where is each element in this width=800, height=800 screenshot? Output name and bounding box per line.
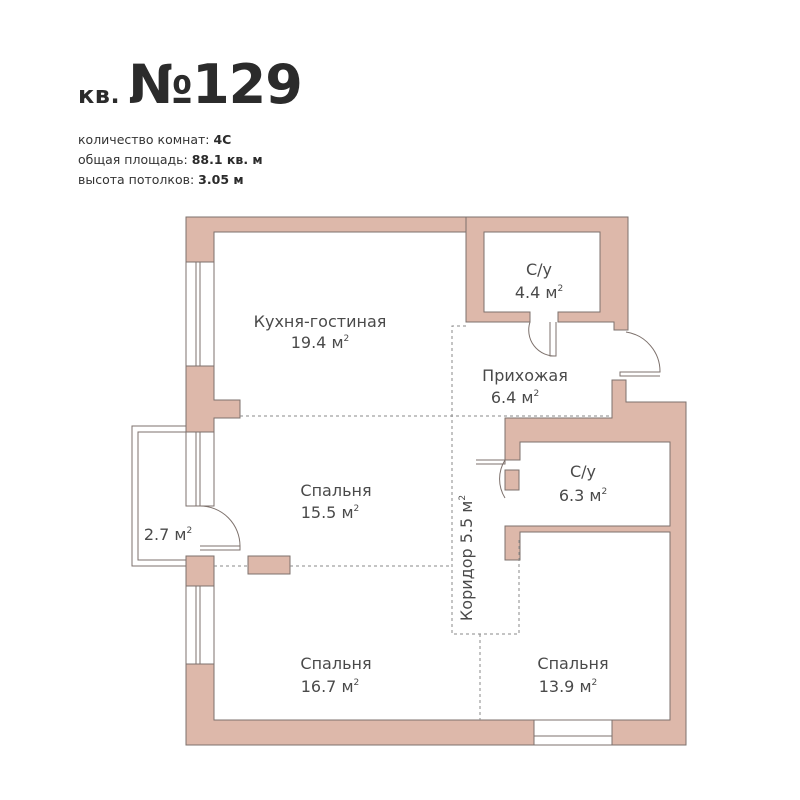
wall bbox=[504, 379, 687, 746]
room-label-hall: Прихожая bbox=[482, 366, 568, 385]
room-label-kitchen: Кухня-гостиная bbox=[254, 312, 387, 331]
title-prefix: кв. bbox=[78, 81, 121, 109]
room-label-corridor: Коридор 5.5 м2 bbox=[457, 495, 476, 621]
wall bbox=[185, 365, 241, 433]
door-balcony bbox=[199, 505, 241, 551]
apartment-header: кв. №129 количество комнат: 4С общая пло… bbox=[78, 53, 303, 190]
info-ceiling: высота потолков: 3.05 м bbox=[78, 170, 302, 190]
room-label-bath2: С/у bbox=[570, 462, 596, 481]
room-label-bath1: С/у bbox=[526, 260, 552, 279]
info-value: 4С bbox=[213, 132, 232, 147]
wall bbox=[185, 663, 535, 746]
room-area-bath2: 6.3 м2 bbox=[559, 486, 607, 505]
room-area-hall: 6.4 м2 bbox=[491, 388, 539, 407]
room-area-balcony: 2.7 м2 bbox=[144, 525, 192, 544]
apartment-info: количество комнат: 4С общая площадь: 88.… bbox=[78, 130, 302, 190]
info-label: высота потолков: bbox=[78, 172, 199, 187]
wall bbox=[504, 469, 520, 491]
door-entrance bbox=[619, 331, 661, 377]
room-label-bedroom2: Спальня bbox=[300, 654, 371, 673]
apartment-number: №129 bbox=[128, 53, 303, 116]
balcony-outline bbox=[131, 425, 186, 567]
room-label-bedroom3: Спальня bbox=[537, 654, 608, 673]
info-area: общая площадь: 88.1 кв. м bbox=[78, 150, 302, 170]
wall bbox=[185, 555, 215, 587]
door-bath2 bbox=[476, 459, 506, 499]
door-bath1 bbox=[528, 321, 557, 357]
info-value: 3.05 м bbox=[198, 172, 244, 187]
wall bbox=[465, 216, 629, 331]
wall bbox=[247, 555, 291, 575]
room-area-bedroom3: 13.9 м2 bbox=[539, 677, 598, 696]
room-area-bedroom2: 16.7 м2 bbox=[301, 677, 360, 696]
info-label: количество комнат: bbox=[78, 132, 214, 147]
room-area-bedroom1: 15.5 м2 bbox=[301, 503, 360, 522]
room-label-bedroom1: Спальня bbox=[300, 481, 371, 500]
wall bbox=[185, 216, 467, 263]
info-rooms: количество комнат: 4С bbox=[78, 130, 302, 150]
info-value: 88.1 кв. м bbox=[191, 152, 263, 167]
apartment-title: кв. №129 bbox=[78, 53, 303, 116]
window bbox=[533, 719, 613, 746]
room-area-kitchen: 19.4 м2 bbox=[291, 333, 350, 352]
info-label: общая площадь: bbox=[78, 152, 192, 167]
room-area-bath1: 4.4 м2 bbox=[515, 283, 563, 302]
